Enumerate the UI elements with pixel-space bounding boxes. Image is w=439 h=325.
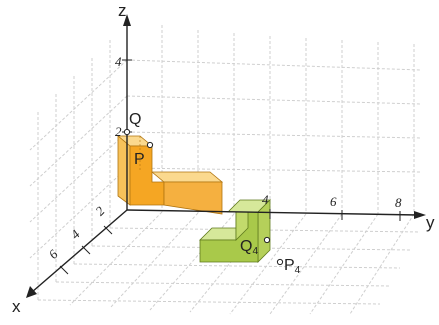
point-p4-label: P4 [284,257,301,276]
y-tick-6: 6 [330,194,337,209]
tick-marks [59,59,401,275]
orange-l-solid [116,135,224,215]
point-q-label: Q [129,111,141,128]
point-p-label: P [134,151,145,168]
point-p-marker [146,141,154,149]
x-axis-line [31,209,128,293]
point-q4-marker [263,236,271,244]
x-tick-2: 2 [92,203,108,219]
y-axis-arrow [414,211,426,219]
orange-step-front-face [163,181,223,215]
z-axis-label: z [118,1,127,20]
z-tick-4: 4 [115,54,122,69]
x-tick-4: 4 [68,226,84,242]
points [123,128,284,266]
orange-step-top-face [150,171,224,183]
point-q4-label: Q4 [240,238,258,257]
y-axis-line [126,209,419,216]
orange-front-face [117,135,131,206]
green-l-solid [199,199,271,263]
wall-grid-xz [29,40,128,302]
floor-grid-xy [37,211,421,315]
z-tick-2: 2 [115,124,122,139]
z-axis-arrow [123,14,131,26]
axes [26,14,426,298]
point-q-marker [123,128,131,136]
x-axis-label: x [12,297,21,316]
y-axis-label: y [426,213,435,232]
y-tick-4: 4 [262,192,269,207]
point-p4-marker [276,258,284,266]
y-tick-8: 8 [395,195,402,210]
x-tick-6: 6 [46,246,62,262]
x-axis-arrow [26,286,37,298]
